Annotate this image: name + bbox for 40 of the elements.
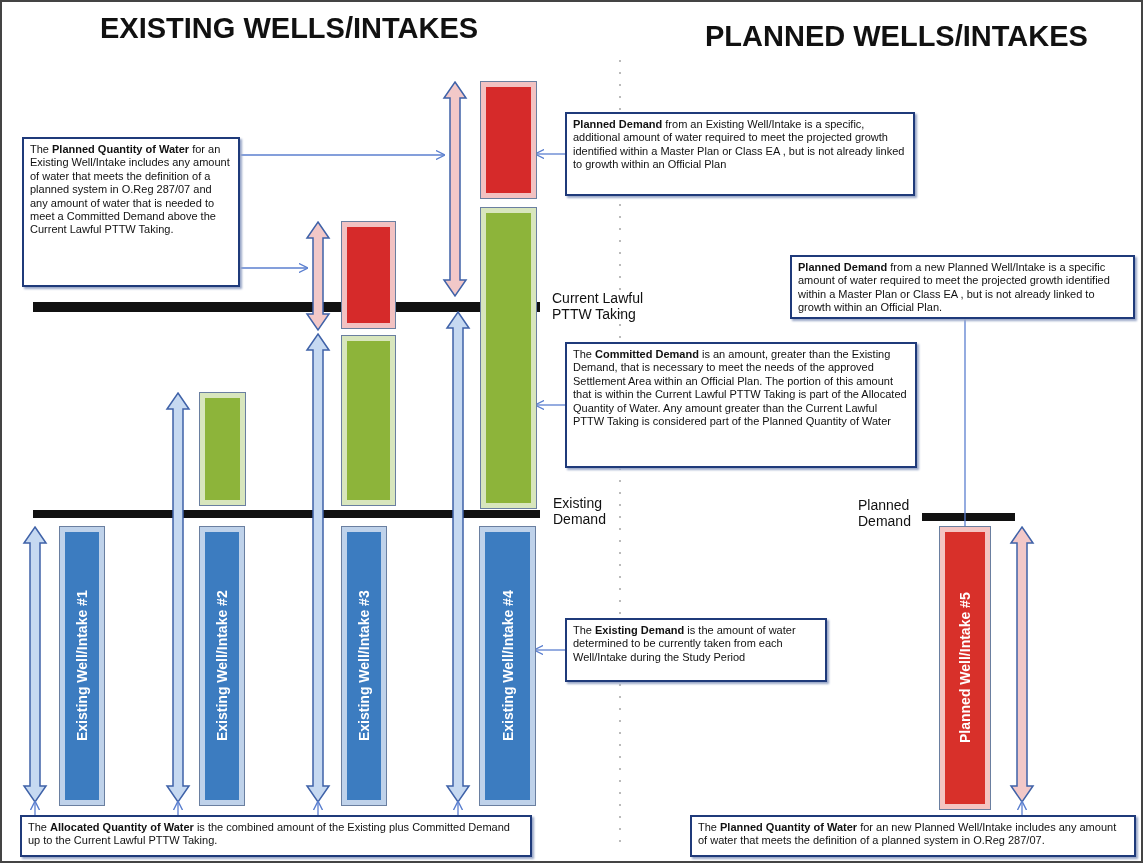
dimension-arrow bbox=[1009, 525, 1035, 804]
definition-box: Planned Demand from a new Planned Well/Intake is a specific amount of water required to meet the projected growth identified within a Master Plan or Class EA , but is not already linked to growth within an Official Plan. bbox=[790, 255, 1135, 319]
dimension-arrow bbox=[305, 220, 331, 332]
definition-box: The Allocated Quantity of Water is the combined amount of the Existing plus Committed Demand up to the Current Lawful PTTW Taking. bbox=[20, 815, 532, 857]
leader-line bbox=[964, 318, 966, 528]
level-label: Existing Demand bbox=[553, 495, 607, 528]
demand-bar bbox=[200, 393, 245, 505]
well-bar: Existing Well/Intake #1 bbox=[60, 527, 104, 805]
demand-bar bbox=[481, 82, 536, 198]
dimension-arrow bbox=[445, 310, 471, 804]
leader-line bbox=[533, 644, 566, 656]
demand-bar bbox=[342, 336, 395, 505]
well-bar: Existing Well/Intake #2 bbox=[200, 527, 244, 805]
leader-line bbox=[239, 149, 446, 161]
well-bar: Existing Well/Intake #3 bbox=[342, 527, 386, 805]
well-bar: Existing Well/Intake #4 bbox=[480, 527, 535, 805]
definition-box: The Existing Demand is the amount of water determined to be currently taken from each Well/Intake during the Study Period bbox=[565, 618, 827, 682]
section-heading: PLANNED WELLS/INTAKES bbox=[705, 20, 1088, 53]
demand-bar bbox=[481, 208, 536, 508]
leader-line bbox=[172, 800, 184, 816]
section-heading: EXISTING WELLS/INTAKES bbox=[100, 12, 479, 45]
definition-box: The Planned Quantity of Water for an Existing Well/Intake includes any amount of water that meets the definition of a planned system in O.Reg 287/07 and any amount of water that is needed to meet a Committed Demand above the Current Lawful PTTW Taking. bbox=[22, 137, 240, 287]
leader-line bbox=[29, 800, 41, 816]
dimension-arrow bbox=[22, 525, 48, 804]
definition-box: The Committed Demand is an amount, greater than the Existing Demand, that is necessary to meet the needs of the approved Settlement Area within an Official Plan. The portion of this amount that is within the Current Lawful PTTW Taking is part of the Allocated Quantity of Water. Any amount greater than the Current Lawful PTTW Taking is considered part of the Planned Quantity of Water bbox=[565, 342, 917, 468]
leader-line bbox=[534, 148, 566, 160]
level-label: Current Lawful PTTW Taking bbox=[552, 290, 645, 323]
dimension-arrow bbox=[442, 80, 468, 298]
dimension-arrow bbox=[305, 332, 331, 804]
definition-box: Planned Demand from an Existing Well/Intake is a specific, additional amount of water required to meet the projected growth identified within a Master Plan or Class EA , but is not already linked to growth within an Official Plan bbox=[565, 112, 915, 196]
leader-line bbox=[239, 262, 309, 274]
well-bar: Planned Well/Intake #5 bbox=[940, 527, 990, 809]
definition-box: The Planned Quantity of Water for an new Planned Well/Intake includes any amount of water that meets the definition of a planned system in O.Reg 287/07. bbox=[690, 815, 1136, 857]
level-label: Planned Demand bbox=[858, 497, 912, 530]
leader-line bbox=[452, 800, 464, 816]
dimension-arrow bbox=[165, 391, 191, 804]
demand-bar bbox=[342, 222, 395, 328]
leader-line bbox=[1016, 800, 1028, 816]
leader-line bbox=[534, 399, 566, 411]
leader-line bbox=[312, 800, 324, 816]
